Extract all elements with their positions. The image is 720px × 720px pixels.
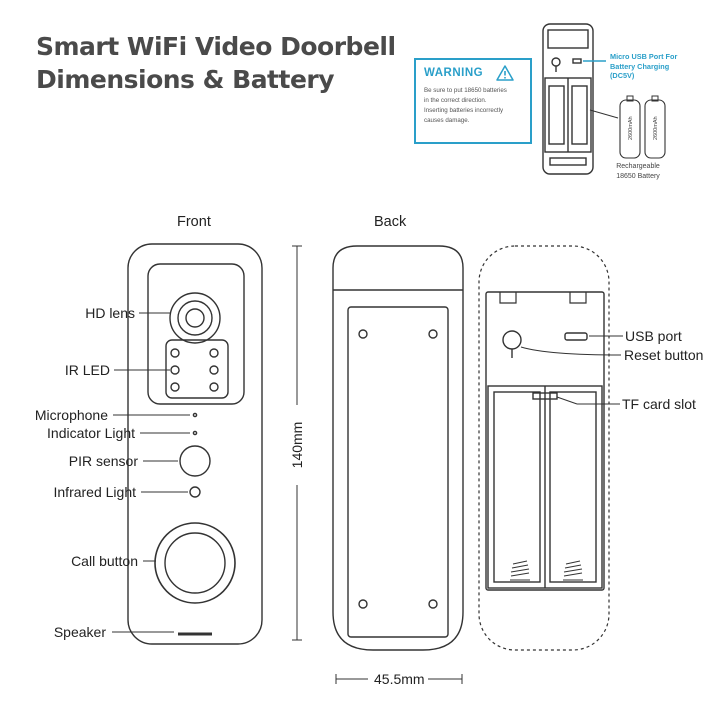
- infrared-light: [189, 486, 201, 498]
- warning-text: Be sure to put 18650 batteries in the co…: [424, 86, 528, 126]
- front-top-panel: [147, 263, 245, 405]
- warning-box: WARNING Be sure to put 18650 batteries i…: [414, 58, 532, 144]
- back-plate: [347, 306, 449, 638]
- height-dimension-label: 140mm: [289, 422, 305, 469]
- battery-label-line: 18650 Battery: [616, 173, 660, 180]
- label-hd-lens: HD lens: [85, 305, 135, 321]
- cell-label: 2600mAh: [628, 116, 634, 140]
- width-dimension-label: 45.5mm: [374, 671, 425, 687]
- label-reset-button: Reset button: [624, 347, 704, 363]
- usb-port: [564, 332, 588, 341]
- battery-compartment-inset: [542, 23, 666, 175]
- warning-line: Inserting batteries incorrectly: [424, 107, 504, 114]
- port-label-line: Micro USB Port For: [610, 52, 678, 61]
- warning-heading: WARNING: [424, 67, 484, 79]
- battery-label-line: Rechargeable: [616, 163, 660, 170]
- label-speaker: Speaker: [53, 624, 106, 640]
- ir-led-panel: [165, 339, 229, 399]
- label-microphone: Microphone: [34, 407, 108, 423]
- warning-triangle-icon: [496, 65, 514, 81]
- back-body: [332, 245, 464, 290]
- battery-spring: [510, 560, 530, 581]
- label-infrared-light: Infrared Light: [53, 484, 137, 500]
- call-button: [154, 522, 236, 604]
- hd-lens: [169, 292, 221, 344]
- back-view-heading: Back: [374, 214, 407, 230]
- microphone-hole: [192, 412, 198, 418]
- warning-line: Be sure to put 18650 batteries: [424, 87, 507, 94]
- label-indicator-light: Indicator Light: [47, 425, 135, 441]
- page-title: Smart WiFi Video Doorbell Dimensions & B…: [36, 30, 396, 96]
- front-body: [127, 243, 263, 645]
- front-view-heading: Front: [177, 214, 211, 230]
- warning-line: in the correct direction.: [424, 97, 487, 104]
- title-line-2: Dimensions & Battery: [36, 65, 335, 94]
- label-ir-led: IR LED: [64, 362, 110, 378]
- warning-line: causes damage.: [424, 117, 470, 124]
- pir-sensor: [179, 445, 211, 477]
- battery-label: Rechargeable 18650 Battery: [616, 162, 660, 182]
- indicator-light: [192, 430, 198, 436]
- cell-label: 2600mAh: [653, 116, 659, 140]
- title-line-1: Smart WiFi Video Doorbell: [36, 32, 396, 61]
- port-label-line: (DC5V): [610, 71, 635, 80]
- label-usb-port: USB port: [625, 328, 682, 344]
- label-tf-card-slot: TF card slot: [622, 396, 696, 412]
- battery-spring: [563, 560, 583, 581]
- reset-button-hole: [502, 330, 522, 350]
- port-label-line: Battery Charging: [610, 61, 670, 71]
- micro-usb-port-label: Micro USB Port For Battery Charging (DC5…: [610, 52, 677, 81]
- label-pir-sensor: PIR sensor: [68, 453, 138, 469]
- battery-compartment: [485, 291, 605, 591]
- label-call-button: Call button: [71, 553, 138, 569]
- tf-card-slot: [532, 392, 558, 400]
